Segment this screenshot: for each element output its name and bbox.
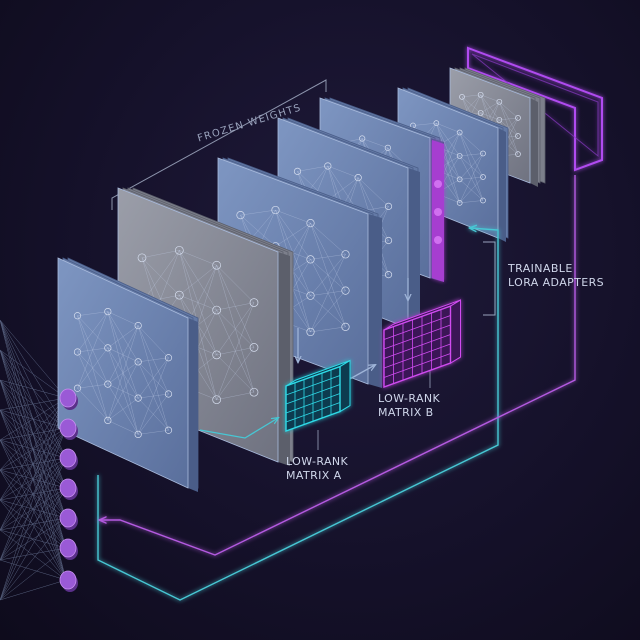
trainable-line-2: LORA ADAPTERS xyxy=(508,276,605,289)
frozen-weights-bracket xyxy=(111,79,327,210)
matrix-a-line-1: LOW-RANK xyxy=(286,455,349,468)
neuron-node-icon xyxy=(59,448,77,468)
neuron-node-icon xyxy=(59,570,77,590)
flow-connections xyxy=(97,175,576,601)
low-rank-matrix-b xyxy=(383,299,461,388)
matrix-b-line-2: MATRIX B xyxy=(378,406,434,419)
neuron-node-icon xyxy=(59,418,77,438)
frozen-weight-layer-icon xyxy=(57,257,199,492)
matrix-a-line-2: MATRIX A xyxy=(286,469,342,482)
input-connection-lines xyxy=(0,319,67,601)
neuron-node-icon xyxy=(59,388,77,408)
neuron-node-icon xyxy=(59,478,77,498)
trainable-line-1: TRAINABLE xyxy=(508,262,573,275)
matrix-b-line-1: LOW-RANK xyxy=(378,392,441,405)
trainable-bracket xyxy=(483,241,496,316)
neuron-node-icon xyxy=(59,508,77,528)
low-rank-matrix-a xyxy=(285,359,351,432)
neuron-node-icon xyxy=(59,538,77,558)
input-nodes xyxy=(59,388,78,592)
